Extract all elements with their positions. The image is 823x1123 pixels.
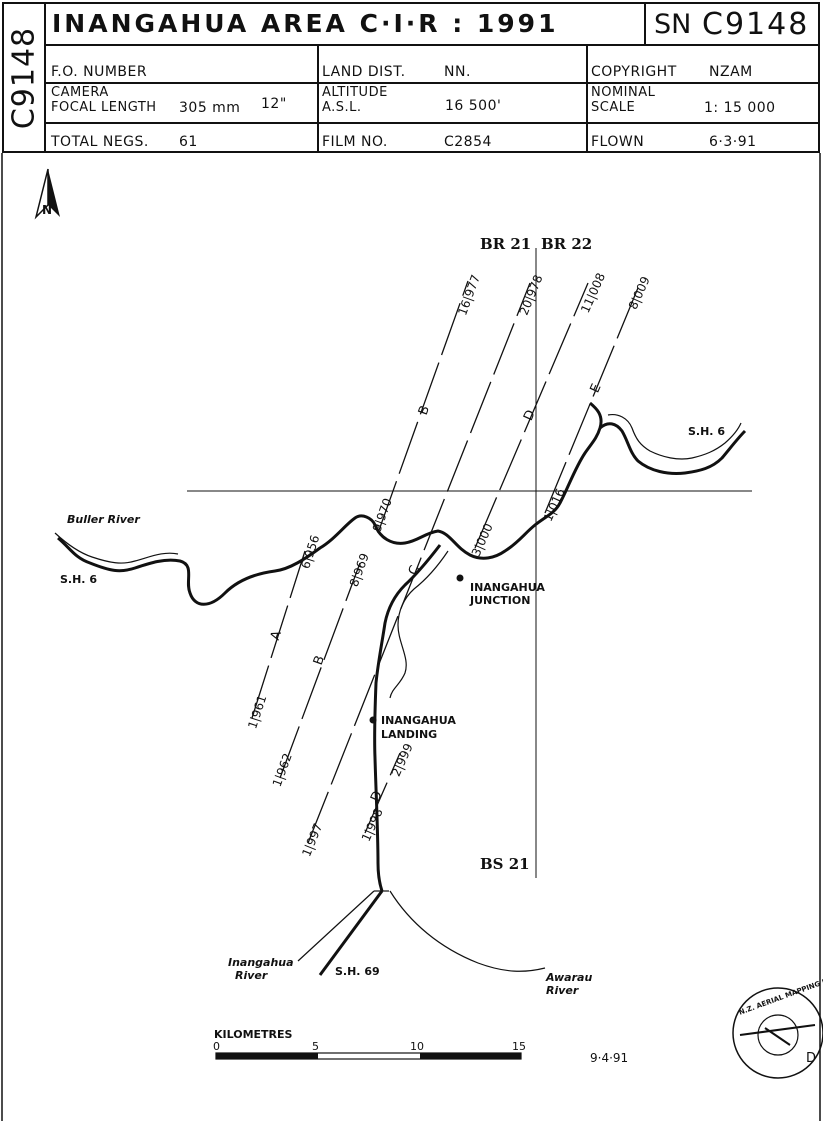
flight-line-d-upper — [474, 282, 589, 549]
north-arrow-icon — [34, 168, 60, 220]
flight-line-e — [544, 282, 641, 514]
land-dist-label: LAND DIST. — [322, 64, 406, 80]
fo-number-label: F.O. NUMBER — [51, 64, 148, 80]
altitude-value: 16 500' — [445, 98, 502, 114]
scale-bar-title: KILOMETRES — [214, 1028, 293, 1041]
scale-value: 1: 15 000 — [704, 100, 776, 116]
nominal-label: NOMINAL — [591, 85, 656, 100]
map-area: N BR 21 BR 22 BS 21 Buller River S.H. 6 … — [0, 153, 823, 1123]
flown-value: 6·3·91 — [709, 134, 757, 150]
header-row-divider — [44, 122, 818, 124]
altitude-label: ALTITUDE — [322, 85, 388, 100]
sortie-number-label: SN — [654, 9, 692, 40]
map-date: 9·4·91 — [590, 1051, 629, 1065]
north-label: N — [42, 203, 53, 217]
awarau-river-label-2: River — [546, 984, 579, 997]
focal-length-inches: 12" — [261, 96, 287, 112]
camera-label: CAMERA — [51, 85, 109, 100]
flight-line-a — [251, 550, 306, 719]
grid-label-br21: BR 21 — [480, 235, 532, 253]
scale-bar — [215, 1052, 522, 1060]
inangahua-landing-dot — [369, 716, 377, 724]
inangahua-landing-label: INANGAHUA — [381, 714, 456, 727]
film-no-label: FILM NO. — [322, 134, 388, 150]
sh69-label: S.H. 69 — [335, 965, 380, 978]
grid-label-br22: BR 22 — [541, 235, 593, 253]
inangahua-junction-dot — [456, 574, 464, 582]
asl-label: A.S.L. — [322, 100, 362, 115]
sheet-header: C9148 INANGAHUA AREA C·I·R : 1991 SN C91… — [2, 2, 820, 153]
stamp-letter: D — [806, 1051, 817, 1066]
flown-label: FLOWN — [591, 134, 645, 150]
sortie-number-box: SN C9148 — [644, 4, 818, 44]
flight-line-b-upper — [377, 280, 469, 534]
map-drawing — [1, 153, 823, 1121]
film-no-value: C2854 — [444, 134, 492, 150]
sh6-west-label: S.H. 6 — [60, 573, 97, 586]
total-negs-value: 61 — [179, 134, 198, 150]
side-identifier-text: C9148 — [6, 26, 42, 129]
flight-lines — [251, 280, 641, 844]
inangahua-landing-label-2: LANDING — [381, 728, 438, 741]
scale-tick-5: 5 — [312, 1040, 319, 1053]
copyright-value: NZAM — [709, 64, 753, 80]
inangahua-junction-label: INANGAHUA — [470, 581, 545, 594]
side-identifier: C9148 — [4, 4, 46, 151]
focal-length-mm: 305 mm — [179, 100, 241, 116]
total-negs-label: TOTAL NEGS. — [51, 134, 149, 150]
title-row: INANGAHUA AREA C·I·R : 1991 SN C9148 — [44, 4, 818, 46]
flight-line-b-lower — [279, 562, 361, 779]
inangahua-river-label: Inangahua — [228, 956, 294, 969]
header-row-divider — [44, 82, 818, 84]
focal-length-label: FOCAL LENGTH — [51, 100, 157, 115]
scale-tick-10: 10 — [410, 1040, 424, 1053]
land-dist-value: NN. — [444, 64, 471, 80]
inangahua-river-label-2: River — [235, 969, 268, 982]
buller-river — [54, 401, 747, 606]
flight-line-d-lower — [364, 752, 401, 834]
header-col-divider — [586, 44, 588, 151]
scale-tick-15: 15 — [512, 1040, 526, 1053]
grid-label-bs21: BS 21 — [480, 855, 530, 873]
inangahua-junction-label-2: JUNCTION — [470, 594, 531, 607]
awarau-river-label: Awarau — [546, 971, 593, 984]
copyright-label: COPYRIGHT — [591, 64, 677, 80]
flight-line-c — [307, 282, 531, 844]
sortie-number-value: C9148 — [702, 7, 810, 42]
sh6-east-label: S.H. 6 — [688, 425, 725, 438]
sheet-title: INANGAHUA AREA C·I·R : 1991 — [52, 9, 559, 38]
scale-tick-0: 0 — [213, 1040, 220, 1053]
nz-aerial-mapping-stamp — [732, 987, 823, 1079]
header-col-divider — [317, 44, 319, 151]
inangahua-river — [297, 544, 546, 976]
buller-river-label: Buller River — [67, 513, 140, 526]
scale-label: SCALE — [591, 100, 636, 115]
